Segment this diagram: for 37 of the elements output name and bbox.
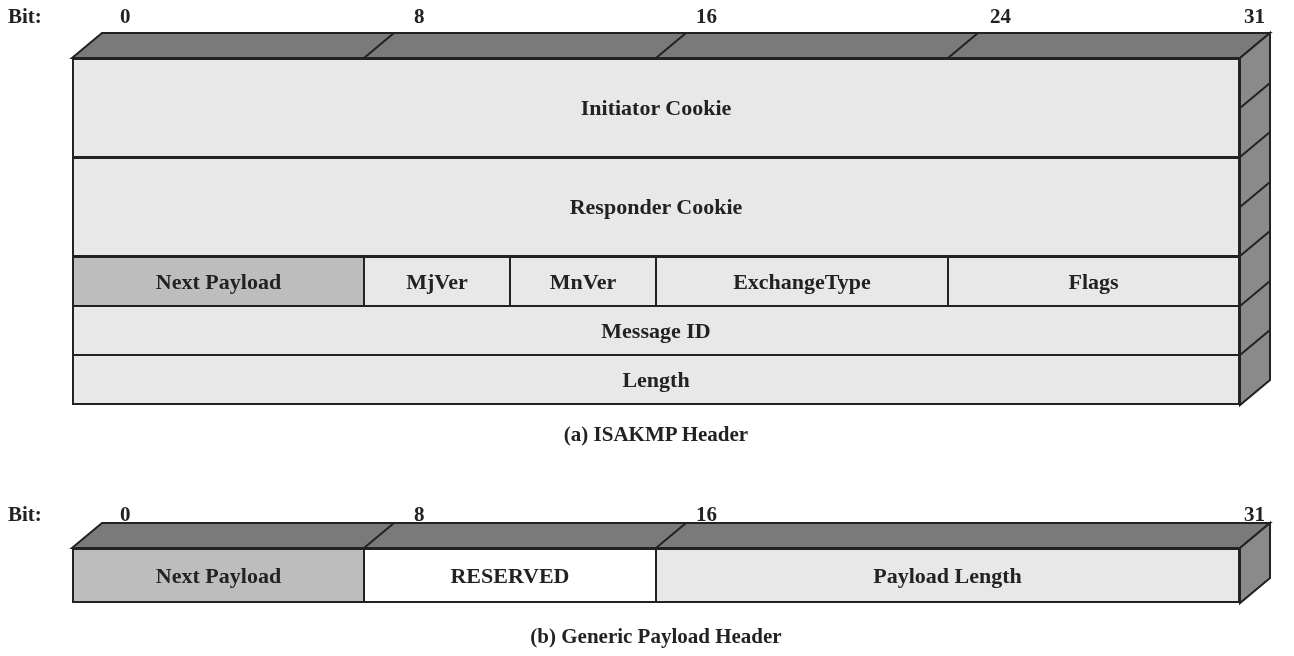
field-name: Message ID: [601, 317, 711, 344]
header-field: [509, 256, 657, 307]
caption: (b) Generic Payload Header: [530, 624, 782, 649]
header-field: [72, 354, 1240, 405]
field-name: MnVer: [549, 268, 617, 295]
field-name: Payload Length: [873, 562, 1022, 589]
header-field: [655, 548, 1240, 603]
caption: (a) ISAKMP Header: [563, 422, 749, 447]
bit-number: 31: [1244, 502, 1265, 527]
bit-number: 16: [696, 502, 717, 527]
header-field: [363, 548, 657, 603]
field-name: RESERVED: [450, 562, 570, 589]
bit-number: 24: [990, 4, 1011, 29]
bit-label: Bit:: [8, 4, 42, 29]
field-name: Initiator Cookie: [580, 95, 732, 121]
field-name: Flags: [1068, 268, 1119, 295]
bit-number: 16: [696, 4, 717, 29]
header-field: [655, 256, 949, 307]
field-name: Next Payload: [155, 562, 282, 589]
field-name: Next Payload: [155, 268, 282, 295]
header-field: [72, 305, 1240, 356]
header-field: [363, 256, 511, 307]
bit-number: 0: [120, 4, 131, 29]
header-field: [72, 548, 365, 603]
header-field: [947, 256, 1240, 307]
header-field: [72, 256, 365, 307]
bit-label: Bit:: [8, 502, 42, 527]
field-name: ExchangeType: [733, 268, 871, 295]
field-name: MjVer: [406, 268, 468, 295]
header-field: [72, 58, 1240, 158]
bit-number: 31: [1244, 4, 1265, 29]
bit-number: 8: [414, 502, 425, 527]
field-name: Length: [622, 366, 690, 393]
bit-number: 0: [120, 502, 131, 527]
header-field: [72, 157, 1240, 257]
field-name: Responder Cookie: [569, 194, 743, 220]
bit-number: 8: [414, 4, 425, 29]
